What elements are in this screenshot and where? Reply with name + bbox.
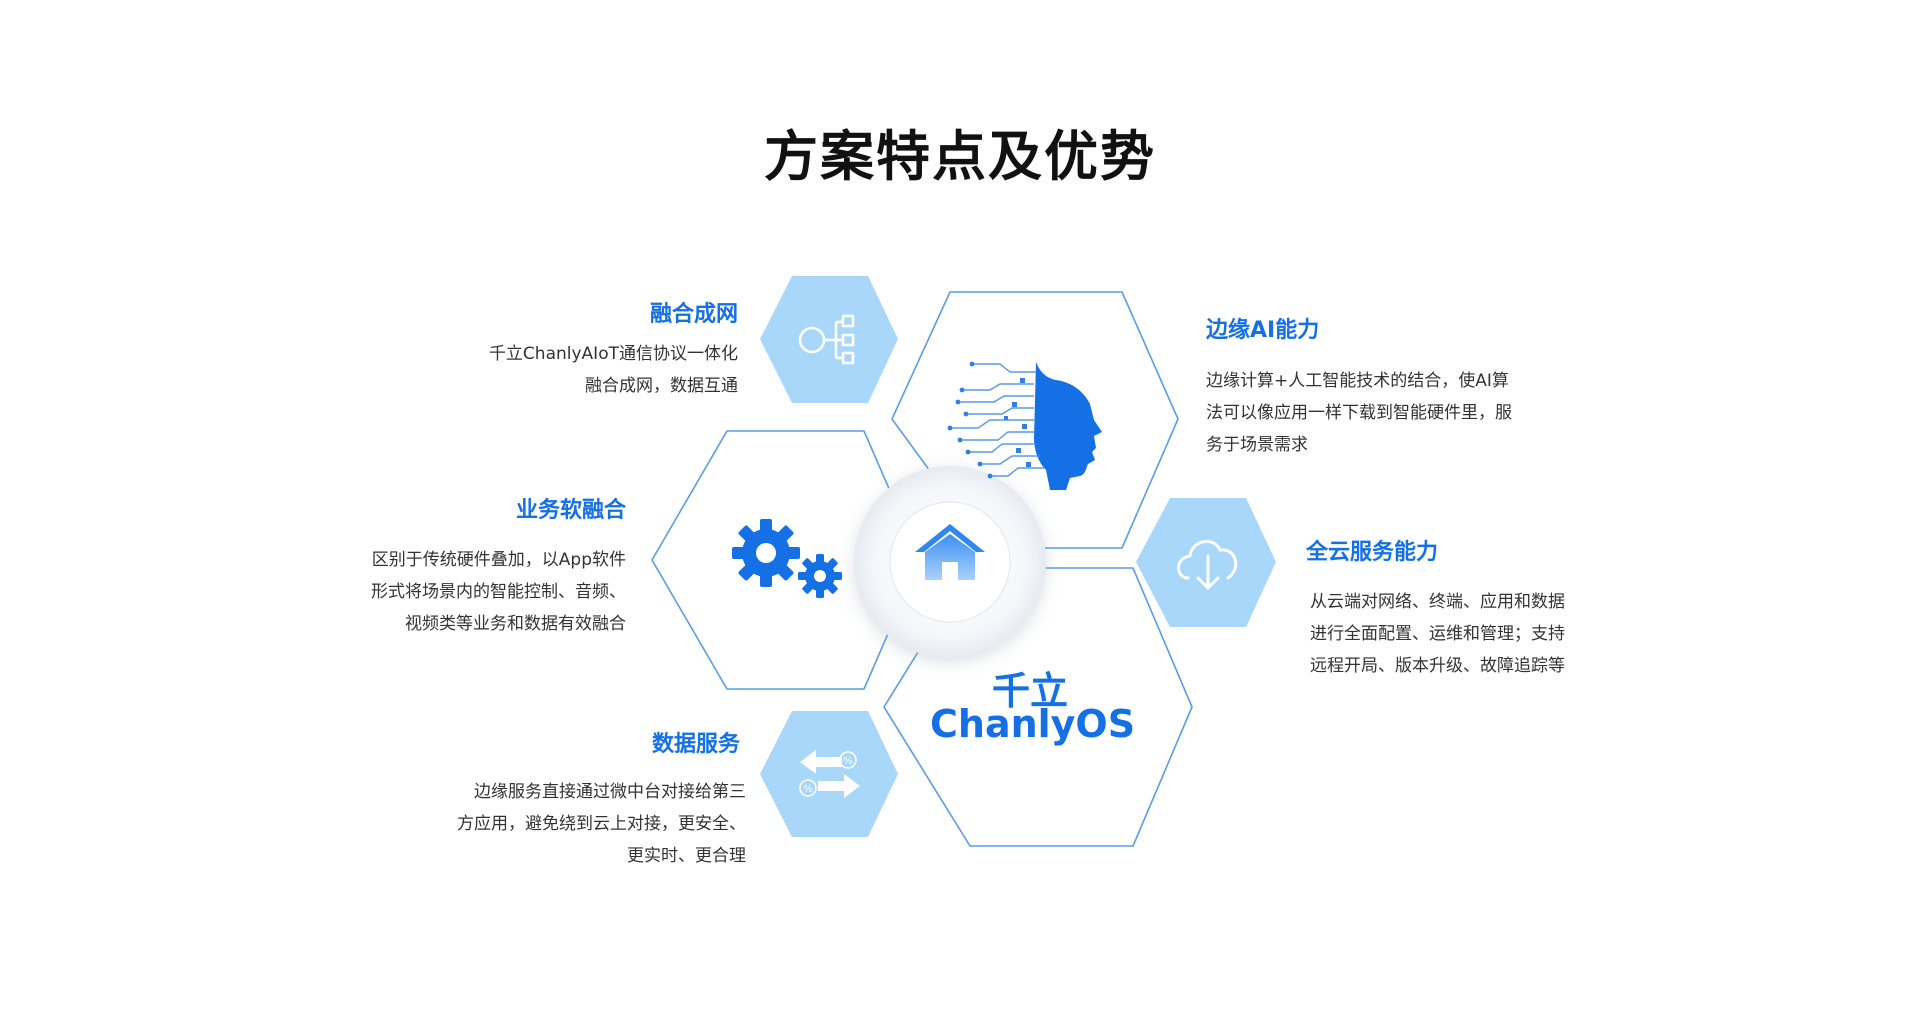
svg-text:%: % (803, 784, 813, 795)
feature-desc-edge-ai: 边缘计算+人工智能技术的结合，使AI算 法可以像应用一样下载到智能硬件里，服 务… (1206, 371, 1512, 455)
data-hexagon (760, 711, 898, 837)
center-label-os: ChanlyOS (930, 702, 1136, 746)
cloud-hexagon (1136, 498, 1276, 627)
home-icon (915, 524, 985, 580)
feature-heading-edge-ai: 边缘AI能力 (1206, 318, 1320, 343)
feature-heading-data: 数据服务 (651, 732, 740, 757)
feature-heading-cloud: 全云服务能力 (1306, 540, 1439, 565)
feature-desc-network: 千立ChanlyAIoT通信协议一体化 融合成网，数据互通 (488, 344, 738, 396)
feature-desc-data: 边缘服务直接通过微中台对接给第三 方应用，避免绕到云上对接，更安全、 更实时、更… (457, 782, 746, 866)
center-label-cn: 千立 (991, 669, 1068, 713)
svg-text:%: % (843, 756, 853, 767)
data-exchange-icon: % % (799, 750, 860, 798)
gears-icon (732, 519, 842, 598)
page-title: 方案特点及优势 (764, 125, 1156, 188)
network-icon (798, 314, 855, 365)
feature-desc-cloud: 从云端对网络、终端、应用和数据 进行全面配置、运维和管理；支持 远程开局、版本升… (1310, 592, 1565, 676)
ai-head-icon (947, 361, 1102, 490)
feature-heading-business: 业务软融合 (515, 498, 626, 523)
cloud-download-icon (1177, 540, 1238, 590)
feature-heading-network: 融合成网 (649, 302, 738, 327)
feature-desc-business: 区别于传统硬件叠加，以App软件 形式将场景内的智能控制、音频、 视频类等业务和… (371, 550, 626, 634)
